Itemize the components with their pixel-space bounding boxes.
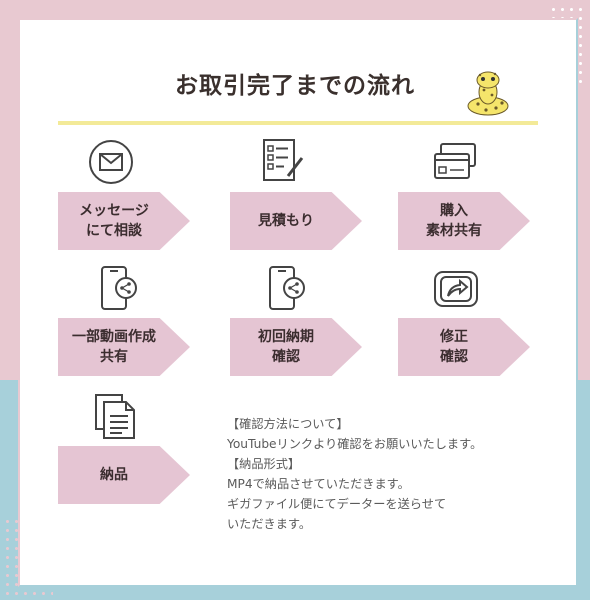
step-estimate: 見積もり [230, 192, 362, 250]
step-label-line: 修正 [440, 329, 468, 345]
step-partial-video: 一部動画作成共有 [58, 318, 190, 376]
step-message-consultation: メッセージにて相談 [58, 192, 190, 250]
step-label-line: 共有 [100, 349, 128, 365]
delivery-notes: 【確認方法について】 YouTubeリンクより確認をお願いいたします。 【納品形… [227, 414, 547, 534]
step-purchase: 購入素材共有 [398, 192, 530, 250]
smartphone-share-icon [101, 266, 137, 310]
step-delivery: 納品 [58, 446, 190, 504]
step-label-line: 初回納期 [258, 329, 314, 345]
note-heading-confirmation: 【確認方法について】 [227, 417, 349, 431]
documents-icon [95, 394, 135, 439]
step-first-deadline: 初回納期確認 [230, 318, 362, 376]
note-heading-format: 【納品形式】 [227, 457, 301, 471]
step-revision: 修正確認 [398, 318, 530, 376]
monitor-share-icon [434, 271, 478, 307]
note-line: ギガファイル便にてデーターを送らせて [227, 497, 447, 511]
title-underline [58, 121, 538, 125]
credit-card-icon [434, 143, 476, 179]
leopard-gecko-mascot-icon [467, 71, 509, 116]
step-label-line: 一部動画作成 [72, 329, 156, 345]
step-label-line: 納品 [100, 467, 128, 483]
checklist-icon [263, 139, 304, 181]
step-label-line: 見積もり [258, 213, 314, 229]
step-label-line: メッセージ [79, 203, 149, 219]
envelope-icon [89, 140, 133, 184]
step-label-line: 確認 [440, 349, 468, 365]
step-label-line: 確認 [272, 349, 300, 365]
note-line: MP4で納品させていただきます。 [227, 477, 410, 491]
note-line: いただきます。 [227, 517, 312, 531]
step-label-line: 購入 [440, 203, 468, 219]
step-label-line: にて相談 [85, 223, 142, 239]
smartphone-share-icon [269, 266, 305, 310]
page-title: お取引完了までの流れ [175, 73, 415, 99]
step-label-line: 素材共有 [426, 223, 482, 239]
note-line: YouTubeリンクより確認をお願いいたします。 [227, 437, 483, 451]
